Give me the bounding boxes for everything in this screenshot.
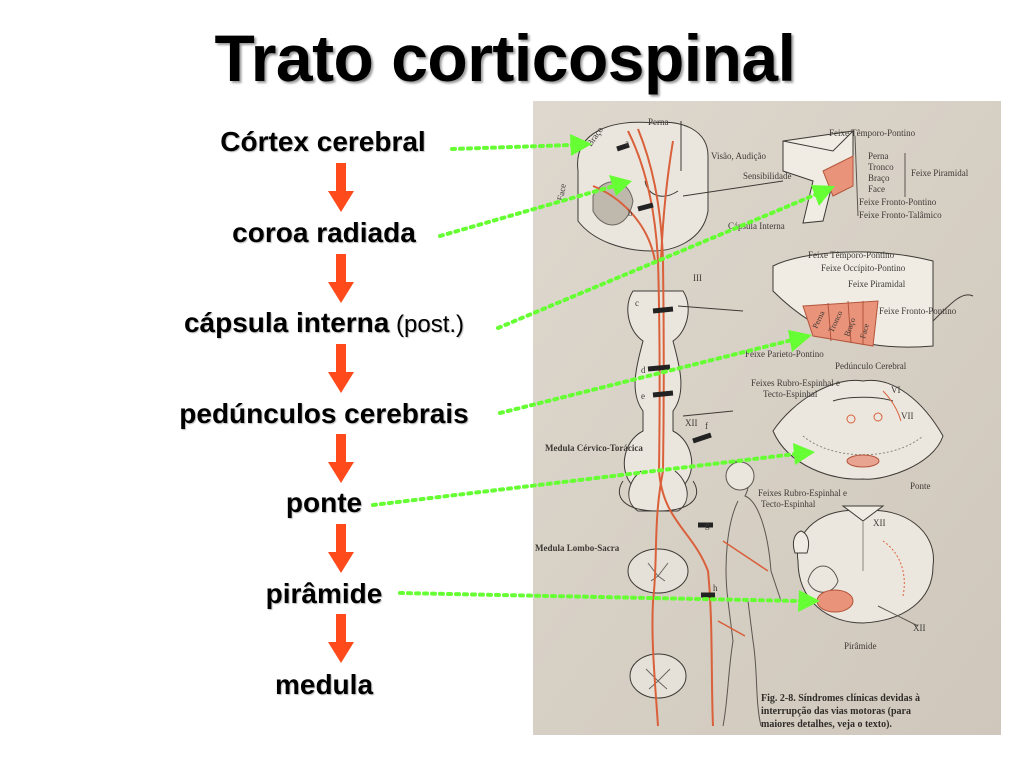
label-iii: III (693, 273, 702, 283)
label-g: g (705, 520, 710, 530)
step-pedunculos: pedúnculos cerebrais (179, 398, 469, 429)
peduncle-label-face: Face (858, 322, 871, 339)
anatomy-figure: Perna Braço Face Visão, Audição Sensibil… (533, 101, 1001, 735)
down-arrow-1 (328, 163, 354, 212)
label-f: f (705, 421, 708, 431)
peduncle-label-peduncle: Pedúnculo Cerebral (835, 361, 907, 371)
connector-pedunculos (498, 338, 794, 415)
label-a: a (625, 138, 629, 148)
down-arrow-4 (328, 434, 354, 483)
peduncle-label-temporo: Feixe Têmporo-Pontino (808, 250, 895, 260)
down-arrow-3 (328, 344, 354, 393)
connector-piramide-head (798, 590, 820, 612)
peduncle-label-parieto: Feixe Parieto-Pontino (745, 349, 824, 359)
connector-ponte-head (793, 443, 815, 465)
medulla-label-rubro-1: Feixes Rubro-Espinhal e (758, 488, 847, 498)
capsule-label-tronco: Tronco (868, 162, 894, 172)
pons-label-rubro-2: Tecto-Espinhal (763, 389, 818, 399)
pons-label-vi: VI (891, 385, 901, 395)
peduncle-label-piramidal: Feixe Piramidal (848, 279, 906, 289)
caption-line-3: maiores detalhes, veja o texto). (761, 719, 892, 730)
label-sensibilidade: Sensibilidade (743, 171, 792, 181)
label-perna: Perna (648, 117, 669, 127)
step-ponte: ponte (285, 487, 363, 518)
label-c: c (635, 298, 639, 308)
capsule-label-fronto-pontino: Feixe Fronto-Pontino (859, 197, 937, 207)
connector-coroa-head (609, 175, 632, 196)
label-face: Face (555, 183, 568, 201)
down-arrow-6 (328, 614, 354, 663)
connector-capsula (496, 192, 819, 330)
step-piramide: pirâmide (265, 578, 383, 609)
capsule-label-piramidal: Feixe Piramidal (911, 168, 969, 178)
connector-cortex-head (570, 134, 592, 156)
capsule-label-perna: Perna (868, 151, 889, 161)
label-d: d (641, 365, 646, 375)
down-arrow-5 (328, 524, 354, 573)
capsule-label-fronto-talamico: Feixe Fronto-Talâmico (859, 210, 942, 220)
capsule-label-temporo: Feixe Têmporo-Pontino (829, 128, 916, 138)
medulla-label-xii-top: XII (873, 518, 886, 528)
connector-pedunculos-head (788, 330, 812, 352)
label-visao: Visão, Audição (711, 151, 766, 161)
medulla-label-piramide: Pirâmide (844, 641, 877, 651)
step-cortex: Córtex cerebral (220, 126, 426, 157)
connector-coroa (438, 184, 616, 238)
medulla-label-rubro-2: Tecto-Espinhal (761, 499, 816, 509)
label-capsula-interna: Cápsula Interna (728, 221, 785, 231)
capsule-inset: Feixe Têmporo-Pontino Perna Tronco Braço… (782, 128, 969, 224)
label-b: b (628, 208, 633, 218)
step-coroa-radiada: coroa radiada (232, 217, 416, 248)
pons-inset: Feixes Rubro-Espinhal e Tecto-Espinhal V… (751, 378, 944, 491)
label-medula-cervico: Medula Cérvico-Torácica (545, 443, 643, 453)
step-capsula-interna: cápsula interna (post.) (183, 307, 465, 338)
connector-piramide (398, 591, 802, 603)
label-medula-lombo: Medula Lombo-Sacra (535, 543, 620, 553)
down-arrow-2 (328, 254, 354, 303)
slide-title: Trato corticospinal (214, 21, 796, 95)
medulla-label-xii-bottom: XII (913, 623, 926, 633)
connector-ponte (371, 452, 797, 507)
peduncle-inset: Feixe Têmporo-Pontino Feixe Occípito-Pon… (745, 250, 974, 371)
connector-capsula-head (811, 185, 835, 206)
caption-line-2: interrupção das vias motoras (para (761, 706, 911, 717)
capsule-label-face: Face (868, 184, 885, 194)
step-capsula-suffix: (post.) (389, 311, 465, 338)
connector-cortex (450, 143, 574, 151)
pons-label-vii: VII (901, 411, 914, 421)
capsule-label-braco: Braço (868, 173, 890, 183)
caption-line-1: Fig. 2-8. Síndromes clínicas devidas à (761, 693, 920, 704)
step-medula: medula (274, 669, 374, 700)
label-e: e (641, 391, 645, 401)
pons-label-ponte: Ponte (910, 481, 931, 491)
pons-label-rubro-1: Feixes Rubro-Espinhal e (751, 378, 840, 388)
label-xii-stem: XII (685, 418, 698, 428)
peduncle-label-occipito: Feixe Occípito-Pontino (821, 263, 906, 273)
label-h: h (713, 583, 718, 593)
peduncle-label-fronto: Feixe Fronto-Pontino (879, 306, 957, 316)
medulla-inset: Feixes Rubro-Espinhal e Tecto-Espinhal X… (758, 488, 934, 651)
